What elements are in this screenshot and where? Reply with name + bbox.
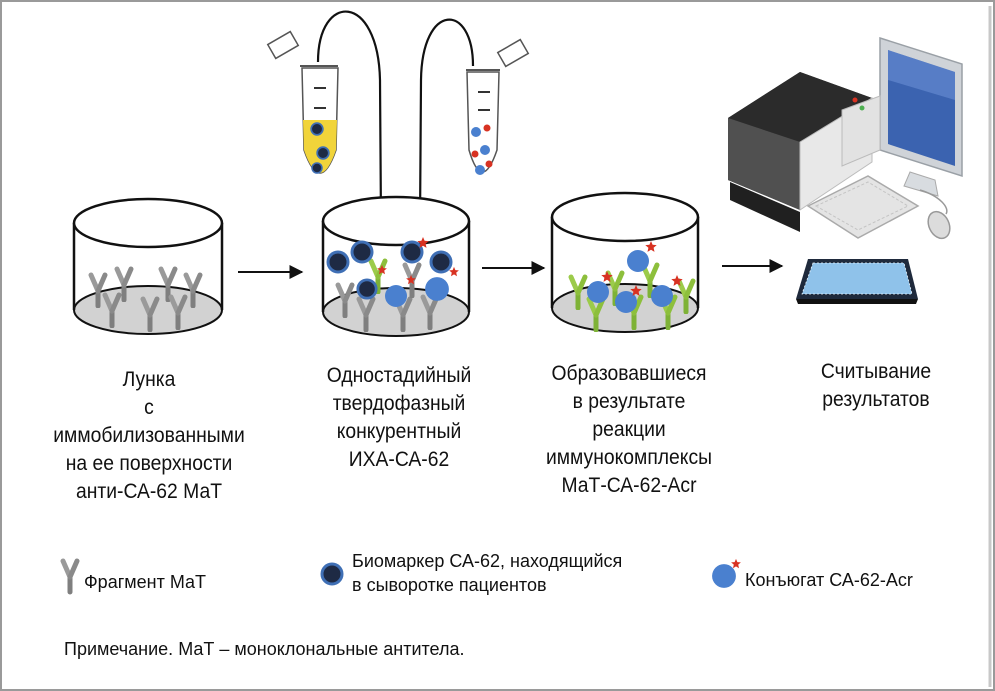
microplate bbox=[796, 259, 918, 304]
step-1-label: Лунка с иммобилизованными на ее поверхно… bbox=[53, 368, 245, 503]
well-1 bbox=[72, 197, 224, 335]
tube-biomarker bbox=[266, 30, 339, 174]
tube-conjugate bbox=[466, 38, 530, 175]
arrow-conjugate-to-well bbox=[412, 18, 475, 226]
step-4-label: Считывание результатов bbox=[820, 360, 932, 411]
legend-biomarker-icon bbox=[320, 562, 344, 586]
step-3-label: Образовавшиеся в результате реакции имму… bbox=[545, 362, 713, 497]
step-2-label: Одностадийный твердофазный конкурентный … bbox=[326, 364, 472, 471]
computer-mouse bbox=[919, 189, 951, 240]
plate-reader-instrument bbox=[728, 72, 873, 232]
legend-biomarker-label: Биомаркер СА-62, находящийся в сыворотке… bbox=[352, 551, 623, 595]
legend-fragment-label: Фрагмент МаТ bbox=[84, 572, 207, 592]
arrow-biomarker-to-well bbox=[316, 10, 389, 226]
legend-conjugate-label: Конъюгат СА-62-Acr bbox=[745, 570, 913, 590]
well-3 bbox=[550, 191, 700, 333]
computer-monitor bbox=[841, 36, 963, 197]
well-2 bbox=[321, 195, 471, 337]
keyboard bbox=[806, 175, 920, 239]
figure-note: Примечание. МаТ – моноклональные антител… bbox=[64, 639, 465, 659]
